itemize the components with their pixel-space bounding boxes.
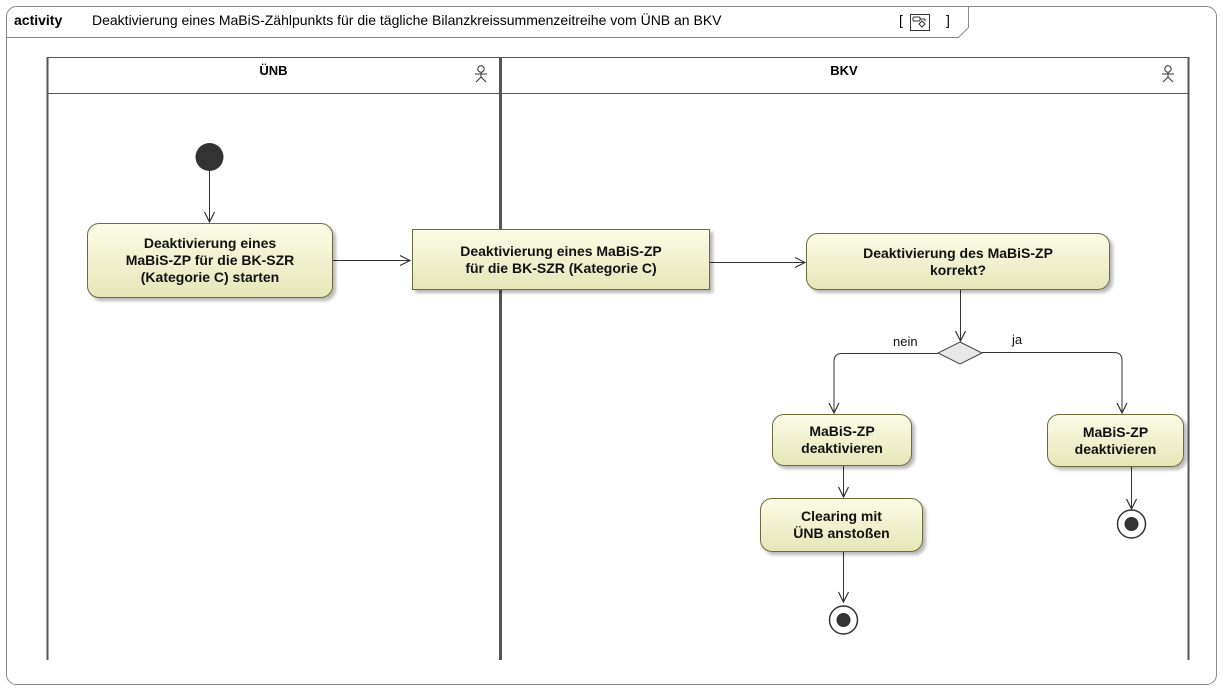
- final-node-right: [1116, 509, 1147, 539]
- object-node-deactivation-label: Deaktivierung eines MaBiS-ZP für die BK-…: [460, 242, 662, 276]
- frame-header: activity Deaktivierung eines MaBiS-Zählp…: [6, 6, 969, 36]
- frame-keyword: activity: [14, 12, 63, 28]
- actor-icon: [1162, 65, 1174, 83]
- guard-ja: ja: [1012, 332, 1023, 347]
- diagram-title: Deaktivierung eines MaBiS-Zählpunkts für…: [92, 12, 722, 28]
- swimlane-grid: [46, 57, 1190, 660]
- action-deactivate-left: MaBiS-ZP deaktivieren: [772, 414, 912, 466]
- activity-frame: [6, 6, 1217, 685]
- action-deactivate-right-label: MaBiS-ZP deaktivieren: [1074, 423, 1157, 457]
- action-start-deactivation: Deaktivierung eines MaBiS-ZP für die BK-…: [87, 223, 333, 298]
- title-bracket-open: [: [899, 12, 903, 28]
- lane-header-bkv: BKV: [830, 63, 858, 78]
- action-deactivate-left-label: MaBiS-ZP deaktivieren: [801, 423, 883, 456]
- flow-decision-ja: [982, 352, 1122, 414]
- lane-header-uenb: ÜNB: [259, 63, 288, 78]
- actor-icon: [475, 65, 487, 83]
- decision-node: [936, 341, 984, 365]
- initial-node: [195, 143, 224, 171]
- title-bracket-close: ]: [946, 12, 950, 28]
- frame-header-tab: [6, 6, 969, 38]
- activity-diagram-icon: [910, 14, 930, 31]
- action-deactivate-right: MaBiS-ZP deaktivieren: [1047, 414, 1184, 467]
- action-start-deactivation-label: Deaktivierung eines MaBiS-ZP für die BK-…: [125, 235, 295, 285]
- action-clearing-label: Clearing mit ÜNB anstoßen: [793, 508, 890, 541]
- action-check-correct: Deaktivierung des MaBiS-ZP korrekt?: [806, 233, 1110, 290]
- action-clearing: Clearing mit ÜNB anstoßen: [760, 498, 923, 552]
- action-check-correct-label: Deaktivierung des MaBiS-ZP korrekt?: [863, 244, 1053, 278]
- guard-nein: nein: [893, 334, 918, 349]
- object-node-deactivation: Deaktivierung eines MaBiS-ZP für die BK-…: [412, 229, 710, 290]
- flow-decision-nein: [834, 353, 938, 414]
- final-node-left: [828, 605, 859, 635]
